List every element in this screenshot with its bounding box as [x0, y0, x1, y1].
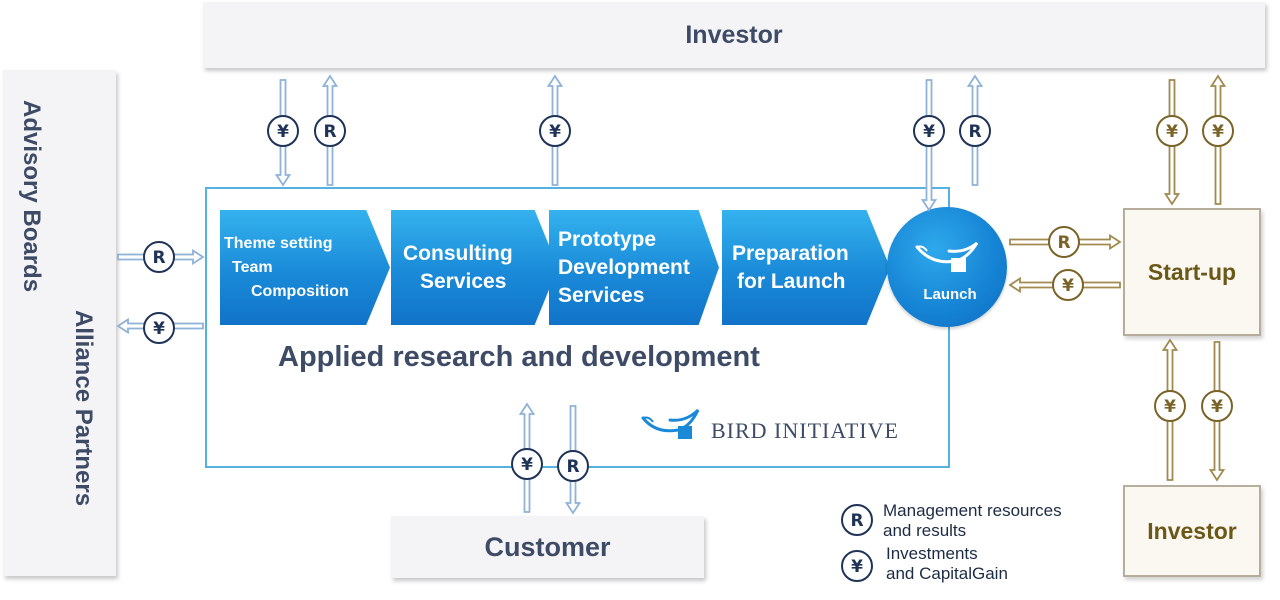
r-badge-top-1: R — [314, 115, 346, 147]
legend-r-line2: and results — [883, 521, 967, 540]
prototype-line-2: Development — [558, 255, 690, 279]
bird-logo-icon — [915, 241, 979, 272]
preparation-step: Preparation for Launch — [722, 210, 890, 325]
yen-badge-startup-top-2: ¥ — [1202, 115, 1234, 147]
consulting-line-1: Consulting — [403, 241, 513, 265]
prototype-step: Prototype Development Services — [549, 210, 719, 325]
legend-yen-badge: ¥ — [841, 550, 873, 582]
svg-text:¥: ¥ — [1062, 276, 1074, 296]
yen-badge-left: ¥ — [143, 312, 175, 344]
svg-text:R: R — [566, 457, 579, 477]
legend-r-badge: R — [841, 504, 873, 536]
customer-label: Customer — [484, 531, 611, 562]
r-badge-left: R — [143, 241, 175, 273]
startup-box: Start-up — [1123, 208, 1261, 336]
svg-text:¥: ¥ — [277, 122, 289, 142]
yen-badge-top-3: ¥ — [913, 115, 945, 147]
legend-r-line1: Management resources — [883, 501, 1062, 520]
svg-text:¥: ¥ — [1211, 397, 1223, 417]
svg-text:¥: ¥ — [923, 122, 935, 142]
prototype-line-3: Services — [558, 283, 645, 307]
svg-text:R: R — [152, 248, 165, 268]
preparation-line-2: for Launch — [737, 269, 846, 293]
preparation-line-1: Preparation — [732, 241, 849, 265]
consulting-step: Consulting Services — [391, 210, 558, 325]
yen-badge-top-1: ¥ — [267, 115, 299, 147]
r-badge-startup: R — [1048, 226, 1080, 258]
investor-right-box: Investor — [1123, 485, 1261, 577]
legend-yen-line2: and CapitalGain — [886, 564, 1008, 583]
svg-text:¥: ¥ — [1166, 122, 1178, 142]
yen-badge-customer: ¥ — [511, 448, 543, 480]
investor-top-box: Investor — [203, 2, 1265, 68]
yen-badge-startup-bottom-1: ¥ — [1154, 390, 1186, 422]
launch-label: Launch — [923, 286, 977, 303]
theme-line-1: Theme setting — [224, 234, 333, 252]
bird-initiative-logo-text: BIRD INITIATIVE — [711, 418, 899, 443]
startup-label: Start-up — [1147, 258, 1237, 285]
svg-text:¥: ¥ — [1164, 397, 1176, 417]
r-badge-customer: R — [557, 450, 589, 482]
yen-badge-startup-bottom-2: ¥ — [1201, 390, 1233, 422]
theme-line-2: Team — [232, 258, 273, 276]
investor-right-label: Investor — [1147, 517, 1237, 544]
svg-text:R: R — [323, 122, 336, 142]
svg-text:¥: ¥ — [521, 455, 533, 475]
investor-top-label: Investor — [685, 20, 783, 49]
prototype-line-1: Prototype — [558, 227, 657, 251]
svg-text:¥: ¥ — [153, 319, 165, 339]
yen-badge-top-2: ¥ — [539, 115, 571, 147]
legend-yen-line1: Investments — [886, 544, 978, 563]
svg-text:¥: ¥ — [1212, 122, 1224, 142]
bird-initiative-logo-icon — [641, 408, 700, 439]
svg-text:R: R — [968, 122, 981, 142]
svg-text:¥: ¥ — [851, 557, 863, 577]
applied-research-caption: Applied research and development — [278, 341, 760, 373]
r-badge-top-3: R — [959, 115, 991, 147]
advisory-boards-label: Advisory Boards — [18, 100, 45, 293]
launch-circle — [887, 207, 1007, 327]
svg-text:R: R — [850, 511, 863, 531]
svg-text:¥: ¥ — [549, 122, 561, 142]
svg-text:R: R — [1057, 233, 1070, 253]
theme-setting-step: Theme setting Team Composition — [220, 210, 390, 325]
customer-box: Customer — [391, 516, 704, 578]
alliance-partners-label: Alliance Partners — [70, 310, 97, 507]
yen-badge-startup: ¥ — [1052, 269, 1084, 301]
yen-badge-startup-top-1: ¥ — [1156, 115, 1188, 147]
advisory-alliance-panel: Advisory Boards Alliance Partners — [3, 70, 116, 576]
consulting-line-2: Services — [420, 269, 507, 293]
theme-line-3: Composition — [251, 282, 349, 300]
